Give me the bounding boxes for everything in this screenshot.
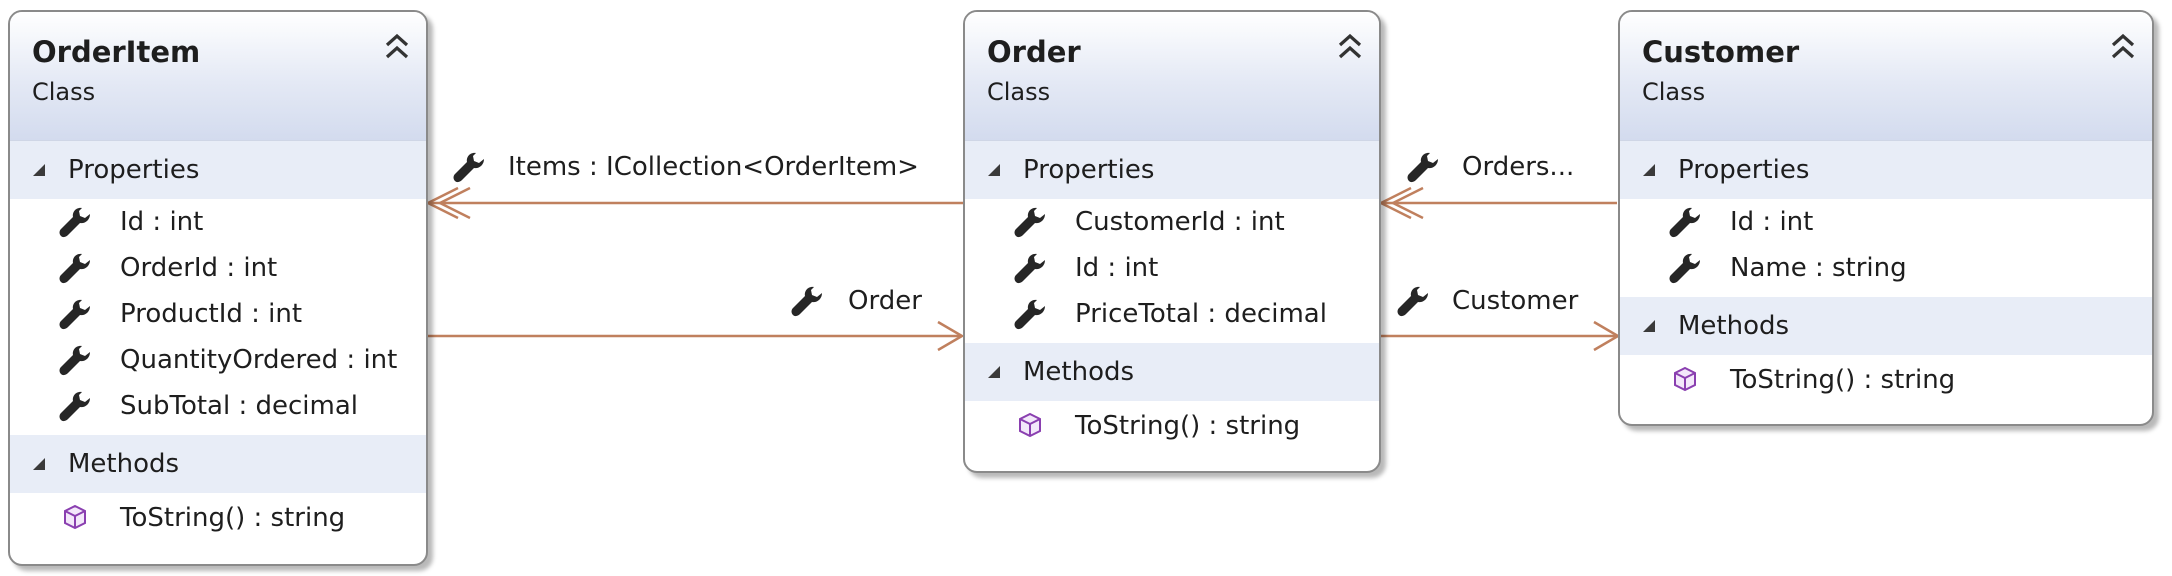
class-name: OrderItem xyxy=(32,35,201,69)
method-text: ToString() : string xyxy=(1730,365,1956,395)
order-association-label[interactable]: Order xyxy=(848,286,922,316)
wrench-icon xyxy=(1013,298,1047,330)
methods-section-header[interactable]: Methods xyxy=(965,343,1379,401)
orders-arrowhead xyxy=(1378,186,1424,220)
method-cube-icon xyxy=(62,504,88,530)
expander-triangle-icon[interactable] xyxy=(1642,163,1656,177)
collapse-icon[interactable] xyxy=(2110,32,2136,60)
property-text: Id : int xyxy=(1730,207,1814,237)
class-name: Order xyxy=(987,35,1081,69)
property-text: QuantityOrdered : int xyxy=(120,345,398,375)
items-arrowhead xyxy=(425,186,471,220)
methods-section-header[interactable]: Methods xyxy=(10,435,426,493)
orders-association-label[interactable]: Orders... xyxy=(1462,152,1575,182)
method-cube-icon xyxy=(1672,366,1698,392)
wrench-icon xyxy=(1406,151,1440,183)
method-text: ToString() : string xyxy=(120,503,346,533)
expander-triangle-icon[interactable] xyxy=(32,163,46,177)
section-label: Properties xyxy=(68,155,200,185)
method-cube-icon xyxy=(1017,412,1043,438)
property-text: ProductId : int xyxy=(120,299,303,329)
property-item[interactable]: PriceTotal : decimal xyxy=(965,291,1379,337)
collapse-icon[interactable] xyxy=(1337,32,1363,60)
section-label: Properties xyxy=(1023,155,1155,185)
method-text: ToString() : string xyxy=(1075,411,1301,441)
wrench-icon xyxy=(1013,252,1047,284)
property-text: SubTotal : decimal xyxy=(120,391,358,421)
wrench-icon xyxy=(58,298,92,330)
customer-association-label[interactable]: Customer xyxy=(1452,286,1579,316)
section-label: Methods xyxy=(1678,311,1790,341)
method-item[interactable]: ToString() : string xyxy=(10,493,426,539)
expander-triangle-icon[interactable] xyxy=(1642,319,1656,333)
collapse-icon[interactable] xyxy=(384,32,410,60)
property-text: OrderId : int xyxy=(120,253,278,283)
property-item[interactable]: CustomerId : int xyxy=(965,199,1379,245)
section-label: Methods xyxy=(1023,357,1135,387)
properties-section-header[interactable]: Properties xyxy=(10,141,426,199)
wrench-icon xyxy=(1668,206,1702,238)
properties-section-header[interactable]: Properties xyxy=(965,141,1379,199)
customer-class-box[interactable]: Customer Class Properties Id : int Name … xyxy=(1618,10,2154,426)
property-text: Name : string xyxy=(1730,253,1907,283)
wrench-icon xyxy=(58,252,92,284)
properties-section-header[interactable]: Properties xyxy=(1620,141,2152,199)
wrench-icon xyxy=(452,151,486,183)
expander-triangle-icon[interactable] xyxy=(987,163,1001,177)
property-text: PriceTotal : decimal xyxy=(1075,299,1327,329)
wrench-icon xyxy=(58,206,92,238)
method-item[interactable]: ToString() : string xyxy=(1620,355,2152,401)
methods-section-header[interactable]: Methods xyxy=(1620,297,2152,355)
property-item[interactable]: ProductId : int xyxy=(10,291,426,337)
class-header[interactable]: OrderItem Class xyxy=(10,12,426,141)
expander-triangle-icon[interactable] xyxy=(32,457,46,471)
class-header[interactable]: Customer Class xyxy=(1620,12,2152,141)
property-item[interactable]: Name : string xyxy=(1620,245,2152,291)
class-header[interactable]: Order Class xyxy=(965,12,1379,141)
property-item[interactable]: SubTotal : decimal xyxy=(10,383,426,429)
wrench-icon xyxy=(58,344,92,376)
wrench-icon xyxy=(790,285,824,317)
property-item[interactable]: Id : int xyxy=(10,199,426,245)
property-item[interactable]: QuantityOrdered : int xyxy=(10,337,426,383)
property-text: Id : int xyxy=(1075,253,1159,283)
wrench-icon xyxy=(1013,206,1047,238)
property-text: Id : int xyxy=(120,207,204,237)
property-item[interactable]: Id : int xyxy=(1620,199,2152,245)
wrench-icon xyxy=(1396,285,1430,317)
property-text: CustomerId : int xyxy=(1075,207,1285,237)
items-association-label[interactable]: Items : ICollection<OrderItem> xyxy=(508,152,919,182)
expander-triangle-icon[interactable] xyxy=(987,365,1001,379)
class-name: Customer xyxy=(1642,35,1800,69)
wrench-icon xyxy=(1668,252,1702,284)
order-class-box[interactable]: Order Class Properties CustomerId : int … xyxy=(963,10,1381,473)
class-kind: Class xyxy=(1642,78,1706,106)
method-item[interactable]: ToString() : string xyxy=(965,401,1379,447)
orderitem-class-box[interactable]: OrderItem Class Properties Id : int Orde… xyxy=(8,10,428,566)
order-arrowhead xyxy=(937,320,965,352)
section-label: Methods xyxy=(68,449,180,479)
property-item[interactable]: Id : int xyxy=(965,245,1379,291)
class-kind: Class xyxy=(987,78,1051,106)
section-label: Properties xyxy=(1678,155,1810,185)
wrench-icon xyxy=(58,390,92,422)
class-kind: Class xyxy=(32,78,96,106)
property-item[interactable]: OrderId : int xyxy=(10,245,426,291)
